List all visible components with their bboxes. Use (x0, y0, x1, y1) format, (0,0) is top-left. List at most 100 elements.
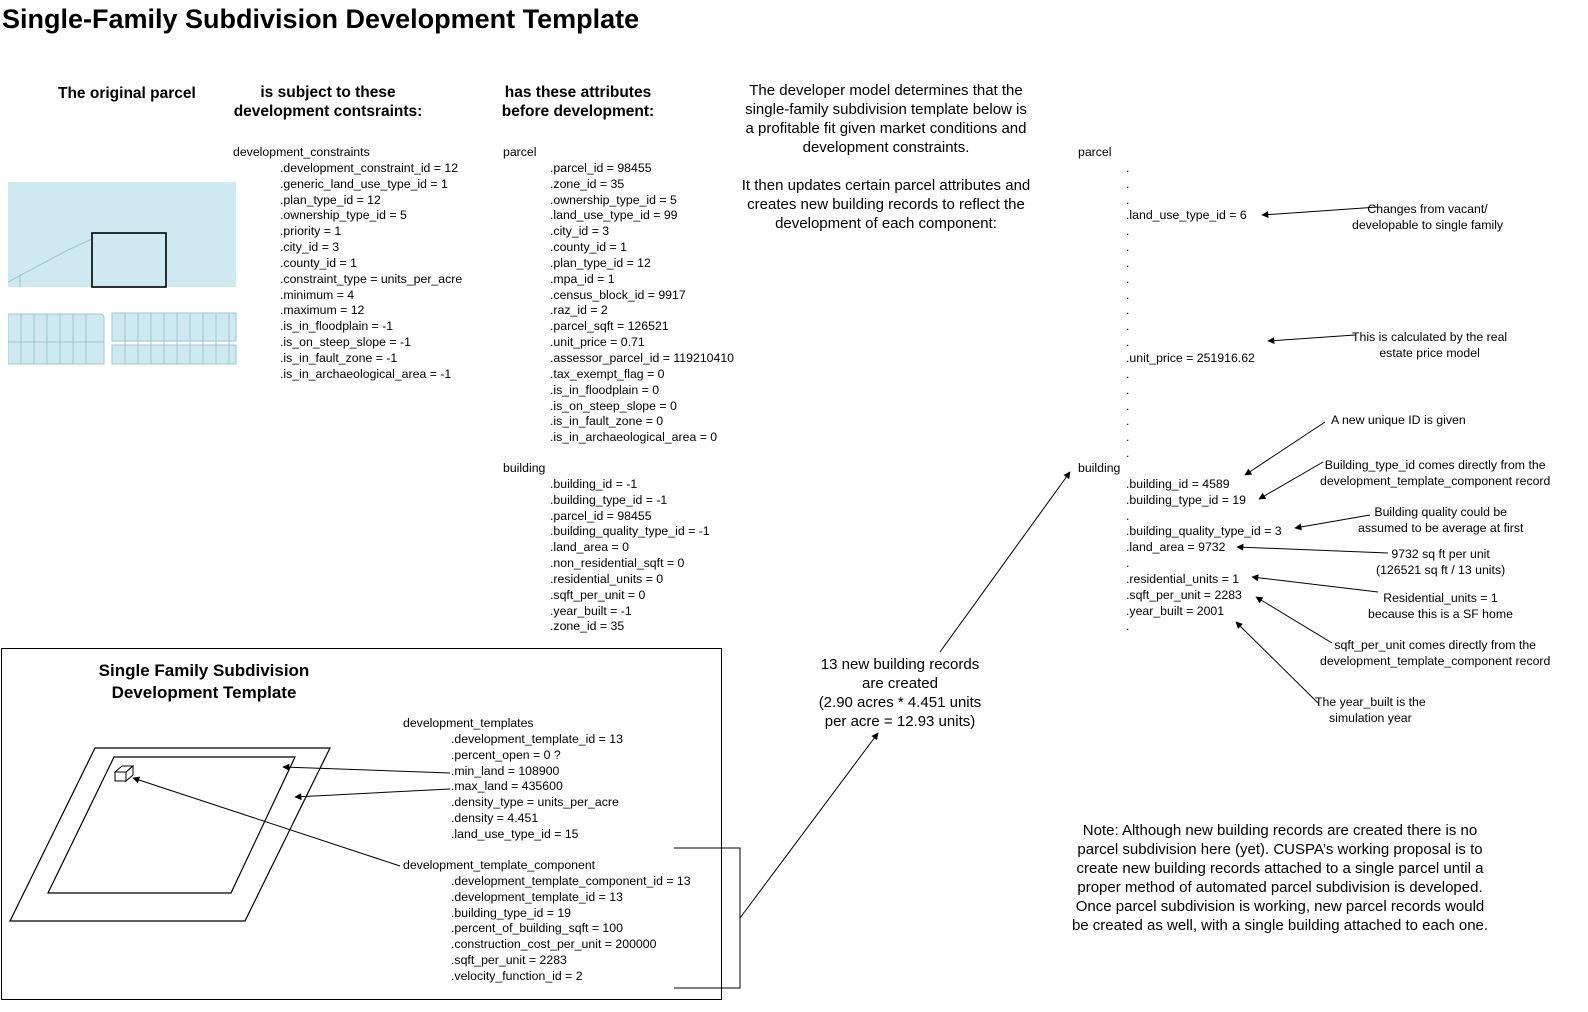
arrow-quality (1294, 514, 1371, 531)
attribute-row: .density = 4.451 (451, 811, 539, 826)
attribute-row: .ownership_type_id = 5 (280, 208, 407, 223)
annotation-line: because this is a SF home (1368, 607, 1513, 621)
attribute-row: .building_type_id = -1 (550, 492, 668, 507)
attribute-row: .land_area = 0 (550, 540, 629, 555)
block-heading: parcel (1078, 145, 1112, 159)
attribute-row: .construction_cost_per_unit = 200000 (451, 937, 657, 952)
attribute-row: . (1126, 414, 1130, 429)
new-records-line: 13 new building records (820, 656, 980, 673)
attribute-row: .land_use_type_id = 6 (1126, 208, 1247, 223)
annotation-line: Residential_units = 1 (1383, 591, 1498, 605)
attribute-row: .sqft_per_unit = 2283 (1126, 587, 1242, 602)
arrow-unit-price (1267, 334, 1356, 345)
parcel-before-block: parcel .parcel_id = 98455 .zone_id = 35 … (503, 145, 734, 446)
attribute-row: . (1126, 176, 1130, 191)
developer-line: The developer model determines that the (749, 82, 1023, 99)
attribute-row: .min_land = 108900 (451, 763, 560, 778)
arrow-min-land (282, 763, 451, 774)
component-bracket (674, 847, 741, 989)
new-records-text: 13 new building records are created (2.9… (805, 655, 995, 731)
attribute-row: .tax_exempt_flag = 0 (550, 366, 665, 381)
template-box-title: Single Family Subdivision Development Te… (88, 660, 320, 704)
development-templates-block: development_templates .development_templ… (403, 716, 623, 843)
parcel-after-block: parcel . . . .land_use_type_id = 6 . . .… (1078, 145, 1255, 462)
developer-line: single-family subdivision template below… (745, 101, 1027, 118)
developer-line: development constraints. (802, 139, 970, 156)
arrow-building-type (1258, 461, 1324, 500)
note-line: proper method of automated parcel subdiv… (1077, 879, 1483, 896)
attribute-row: .city_id = 3 (280, 240, 340, 255)
attribute-row: . (1126, 366, 1130, 381)
development-template-component-block: development_template_component .developm… (403, 858, 691, 985)
arrow-max-land (294, 788, 451, 801)
attribute-row: .is_in_archaeological_area = 0 (550, 430, 718, 445)
header-constraints-line: is subject to these (260, 84, 396, 101)
annotation-line: estate price model (1379, 346, 1480, 360)
annotation-land-area: 9732 sq ft per unit (126521 sq ft / 13 u… (1376, 546, 1505, 578)
template-title-line: Development Template (111, 683, 297, 702)
header-attributes-line: has these attributes (504, 84, 652, 101)
annotation-line: (126521 sq ft / 13 units) (1376, 563, 1506, 577)
template-parcel-inner (47, 756, 296, 894)
attribute-row: . (1126, 398, 1130, 413)
attribute-row: .land_use_type_id = 15 (451, 826, 579, 841)
attribute-row: .mpa_id = 1 (550, 271, 615, 286)
attribute-row: .constraint_type = units_per_acre (280, 271, 463, 286)
annotation-year-built: The year_built is the simulation year (1315, 694, 1426, 726)
block-heading: building (503, 461, 546, 475)
map-block-bottom-left (8, 313, 105, 365)
annotation-line: developable to single family (1352, 218, 1504, 232)
attribute-row: .land_area = 9732 (1126, 540, 1226, 555)
attribute-row: .city_id = 3 (550, 224, 610, 239)
attribute-row: .residential_units = 0 (550, 571, 664, 586)
attribute-row: .building_quality_type_id = 3 (1126, 524, 1282, 539)
annotation-line: 9732 sq ft per unit (1391, 547, 1490, 561)
developer-line: creates new building records to reflect … (747, 196, 1025, 213)
attribute-row: .parcel_sqft = 126521 (550, 319, 669, 334)
annotation-building-type: Building_type_id comes directly from the… (1320, 457, 1550, 489)
attribute-row: .plan_type_id = 12 (550, 255, 651, 270)
annotation-line: development_template_component record (1320, 654, 1551, 668)
template-box (1, 648, 722, 1000)
attribute-row: .density_type = units_per_acre (451, 795, 619, 810)
developer-line: a profitable fit given market conditions… (745, 120, 1027, 137)
attribute-row: .building_quality_type_id = -1 (550, 524, 710, 539)
annotation-land-use: Changes from vacant/ developable to sing… (1352, 201, 1503, 233)
attribute-row: .maximum = 12 (280, 303, 365, 318)
note-line: be created as well, with a single buildi… (1071, 917, 1489, 934)
attribute-row: .percent_open = 0 ? (451, 747, 561, 762)
map-block-top (8, 182, 236, 287)
attribute-row: .year_built = -1 (550, 603, 632, 618)
arrow-to-new-records (739, 732, 879, 919)
arrow-component-to-house (132, 776, 401, 867)
attribute-row: .building_type_id = 19 (1126, 492, 1246, 507)
parcel-map (8, 182, 237, 365)
block-heading: development_template_component (403, 858, 596, 872)
attribute-row: .development_template_id = 13 (451, 731, 623, 746)
attribute-row: . (1126, 160, 1130, 175)
attribute-row: .minimum = 4 (280, 287, 355, 302)
attribute-row: . (1126, 446, 1130, 461)
annotation-line: A new unique ID is given (1331, 413, 1466, 427)
attribute-row: .is_on_steep_slope = -1 (280, 335, 411, 350)
annotation-line: simulation year (1329, 711, 1412, 725)
building-before-block: building .building_id = -1 .building_typ… (503, 461, 710, 635)
attribute-row: . (1126, 556, 1130, 571)
attribute-row: .ownership_type_id = 5 (550, 192, 677, 207)
attribute-row: . (1126, 319, 1130, 334)
arrow-land-use (1261, 206, 1379, 219)
arrow-new-id (1244, 421, 1326, 476)
attribute-row: . (1126, 192, 1130, 207)
annotation-line: Building_type_id comes directly from the (1324, 458, 1546, 472)
map-block-bottom-right-upper (111, 312, 237, 342)
annotation-unit-price: This is calculated by the real estate pr… (1352, 329, 1507, 361)
constraints-block: development_constraints .development_con… (233, 145, 462, 383)
attribute-row: .year_built = 2001 (1126, 603, 1225, 618)
arrow-sqft-per-unit (1255, 596, 1333, 644)
attribute-row: . (1126, 430, 1130, 445)
annotation-line: This is calculated by the real (1352, 330, 1508, 344)
attribute-row: . (1126, 255, 1130, 270)
building-after-block: building .building_id = 4589 .building_t… (1078, 461, 1282, 635)
attribute-row: . (1126, 240, 1130, 255)
annotation-line: Changes from vacant/ (1367, 202, 1488, 216)
